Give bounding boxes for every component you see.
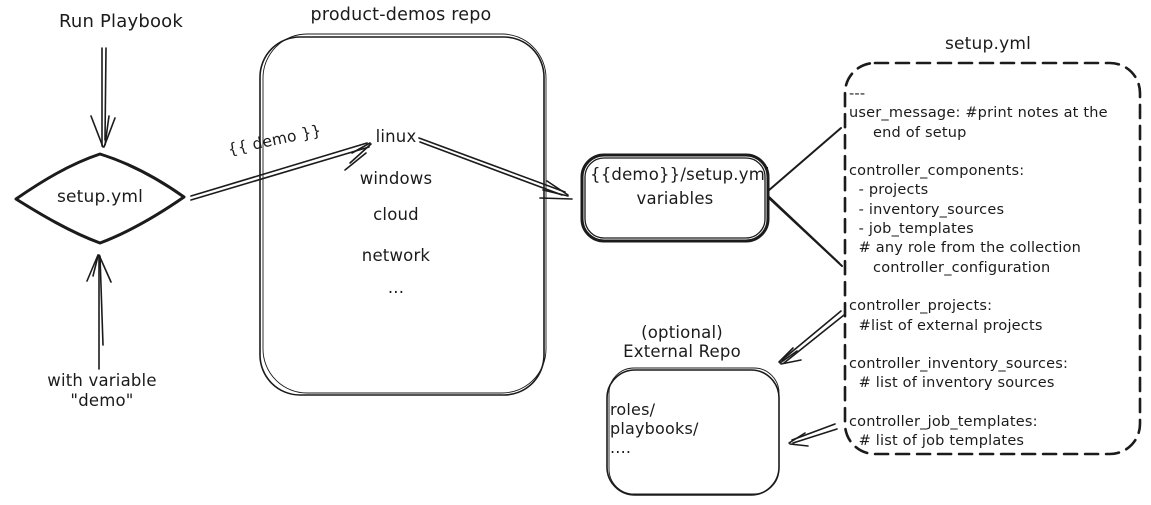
with-variable-label: with variable "demo" [47, 371, 157, 410]
diamond-label: setup.yml [56, 187, 144, 207]
repo-title: product-demos repo [310, 5, 492, 25]
repo-item-cloud: cloud [373, 205, 419, 224]
run-playbook-label: Run Playbook [58, 11, 184, 32]
linux-to-variables-arrow [418, 137, 573, 200]
variables-box-label: {{demo}}/setup.yml variables [590, 165, 770, 208]
repo-item-network: network [361, 246, 431, 265]
run-playbook-arrow [90, 47, 116, 148]
setupyml-content: --- user_message: #print notes at the en… [849, 86, 1108, 450]
repo-item-windows: windows [359, 169, 433, 188]
setupyml-title: setup.yml [944, 34, 1032, 54]
demo-arrow [190, 142, 372, 201]
variables-to-setupyml-lines [767, 127, 843, 267]
setup-diamond [14, 152, 186, 245]
external-repo-title: External Repo [623, 342, 741, 361]
repo-item-linux: linux [375, 127, 417, 146]
setupyml-to-external-arrow-top [778, 310, 845, 365]
external-repo-optional-label: (optional) [641, 323, 723, 342]
setupyml-to-external-arrow-bottom [788, 423, 838, 447]
variables-box-shape [580, 153, 770, 243]
with-variable-arrow [86, 254, 112, 370]
repo-item-ellipsis: ... [387, 278, 405, 297]
external-repo-content: roles/ playbooks/ .... [610, 400, 699, 457]
external-repo-box [606, 367, 780, 496]
repo-box [259, 33, 547, 396]
setupyml-dashed-box [843, 61, 1142, 456]
